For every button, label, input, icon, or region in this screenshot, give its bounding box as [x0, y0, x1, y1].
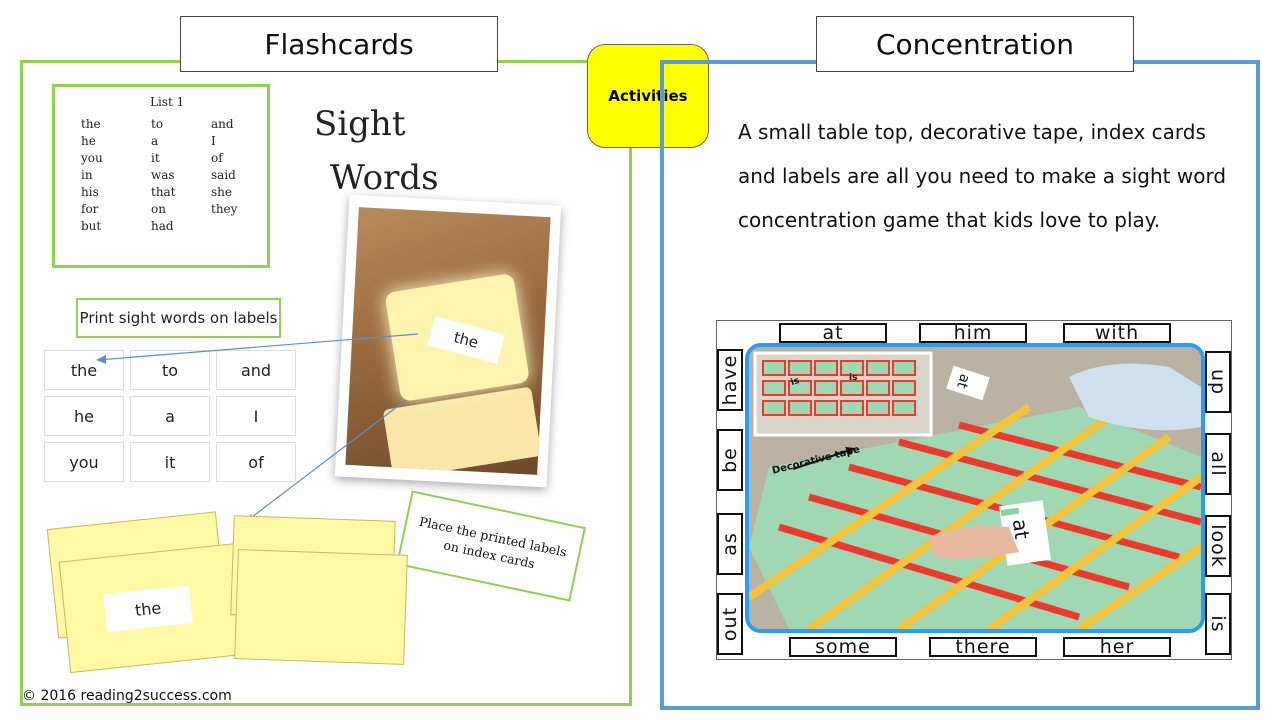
game-word-right: is	[1205, 593, 1231, 655]
list-word: the	[81, 117, 101, 131]
label-word: the	[44, 350, 124, 390]
list-word: a	[151, 134, 159, 148]
game-word-bottom: there	[929, 636, 1037, 658]
arrow-head	[96, 355, 106, 364]
arrow-line	[247, 399, 407, 521]
label-word-grid: the to and he a I you it of	[44, 350, 296, 482]
game-word-left: out	[717, 593, 743, 655]
list-word: but	[81, 219, 102, 233]
game-word-left: have	[717, 349, 743, 411]
game-word-top: with	[1063, 322, 1171, 344]
concentration-description: A small table top, decorative tape, inde…	[738, 120, 1227, 232]
list-word: to	[151, 117, 164, 131]
game-word-right: look	[1205, 515, 1231, 577]
list-word: said	[211, 168, 236, 182]
list-title: List 1	[150, 95, 185, 109]
game-word-top: at	[779, 322, 887, 344]
list-word: on	[151, 202, 166, 216]
list-word: they	[211, 202, 238, 216]
label-word: you	[44, 442, 124, 482]
list-word: and	[211, 117, 234, 131]
index-card-front	[234, 549, 408, 665]
game-word-bottom: some	[789, 636, 897, 658]
list-word: was	[151, 168, 175, 182]
game-word-right: up	[1205, 351, 1231, 413]
list-word: in	[81, 168, 93, 182]
arrow-line	[97, 333, 419, 361]
list-word: I	[211, 134, 216, 148]
game-word-top: him	[919, 322, 1027, 344]
list-word: of	[211, 151, 223, 165]
label-word: he	[44, 396, 124, 436]
list-word: she	[211, 185, 232, 199]
list-word: for	[81, 202, 99, 216]
index-card-label: the	[103, 585, 193, 633]
list-word: you	[81, 151, 103, 165]
inset-card-label: is	[849, 373, 858, 383]
label-word: it	[130, 442, 210, 482]
list-word: his	[81, 185, 99, 199]
list-words: the to and he a I you it of in was said …	[81, 117, 271, 233]
label-word: I	[216, 396, 296, 436]
game-word-right: all	[1205, 433, 1231, 495]
index-card-front: the	[58, 542, 250, 674]
list-word: had	[151, 219, 174, 233]
game-table-photo: is is at Decorative tape at	[745, 343, 1205, 633]
table-grid-graphic	[749, 347, 1201, 629]
sight-title-line1: Sight	[314, 104, 406, 144]
concentration-game-photo: is is at Decorative tape at at him with …	[716, 320, 1232, 660]
flashcards-title: Flashcards	[180, 16, 498, 72]
held-card-word: at	[1007, 517, 1035, 541]
game-word-left: as	[717, 513, 743, 575]
list-word: he	[81, 134, 96, 148]
sight-title-line2: Words	[330, 158, 439, 198]
label-word: of	[216, 442, 296, 482]
label-word: and	[216, 350, 296, 390]
game-word-bottom: her	[1063, 636, 1171, 658]
print-labels-note: Print sight words on labels	[76, 298, 281, 338]
list-word: it	[151, 151, 160, 165]
list-word: that	[151, 185, 176, 199]
copyright-text: © 2016 reading2success.com	[22, 688, 232, 704]
list-card: List 1 the to and he a I you it of in wa…	[52, 84, 270, 268]
concentration-title: Concentration	[816, 16, 1134, 72]
game-word-left: be	[717, 429, 743, 491]
label-word: a	[130, 396, 210, 436]
